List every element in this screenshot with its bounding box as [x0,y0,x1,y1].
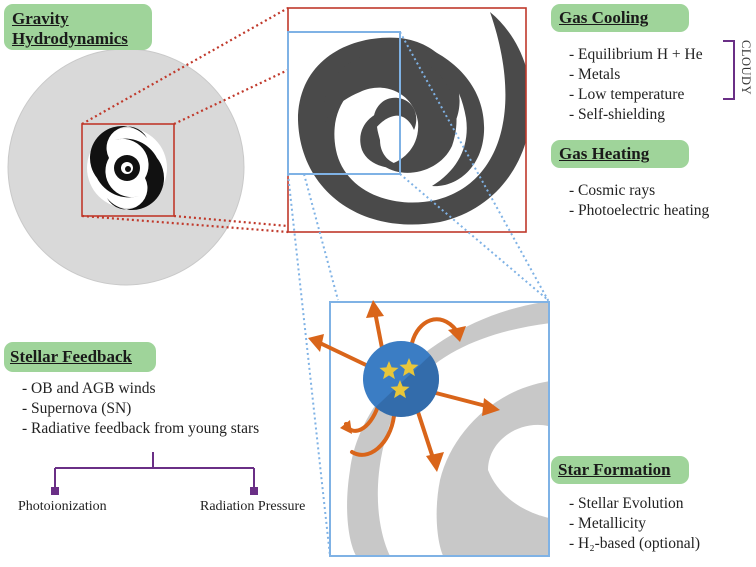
branch-end-left [51,487,59,495]
red-zoom-connectors [81,7,289,234]
small-zoom-frame [81,123,175,217]
blue-zoom-connectors [287,31,550,557]
list-item: - Cosmic rays [569,182,656,199]
star-formation-list: - Stellar Evolution - Metallicity - H₂-b… [569,494,700,554]
list-item: - Low temperature [569,86,685,103]
list-item: - Self-shielding [569,106,665,123]
list-item: - Stellar Evolution [569,495,684,512]
gravity-label-line2: Hydrodynamics [12,29,128,48]
feedback-branch-tree [54,452,255,490]
gravity-label-line1: Gravity [12,9,69,28]
stellar-feedback-list: - OB and AGB winds - Supernova (SN) - Ra… [22,379,259,439]
photoionization-label: Photoionization [18,499,107,514]
cloudy-bracket [723,40,735,100]
galaxy-zoom-panel [287,7,527,233]
gravity-hydrodynamics-label: Gravity Hydrodynamics [4,4,152,50]
star-cluster-sphere [363,341,439,417]
list-item: - H₂-based (optional) [569,535,701,552]
branch-end-right [250,487,258,495]
list-item: - Supernova (SN) [22,400,132,417]
gas-cooling-list: - Equilibrium H + He - Metals - Low temp… [569,45,703,125]
inner-zoom-frame [287,31,401,175]
cloudy-label: CLOUDY [739,40,753,96]
stellar-feedback-label: Stellar Feedback [4,342,156,372]
star-icon [390,380,410,399]
small-spiral-icon [87,125,167,211]
gas-heating-list: - Cosmic rays - Photoelectric heating [569,181,709,221]
feedback-arrows [320,310,488,460]
list-item: - Metallicity [569,515,647,532]
star-formation-label: Star Formation [551,456,689,484]
gas-cooling-label: Gas Cooling [551,4,689,32]
star-icon [379,361,399,380]
feedback-arrowheads [308,300,500,472]
gas-heating-label: Gas Heating [551,140,689,168]
list-item: - Equilibrium H + He [569,46,703,63]
list-item: - Radiative feedback from young stars [22,420,260,437]
radiation-pressure-label: Radiation Pressure [200,499,306,514]
list-item: - Metals [569,66,621,83]
star-forming-panel [329,301,550,557]
list-item: - Photoelectric heating [569,202,710,219]
list-item: - OB and AGB winds [22,380,156,397]
star-icon [399,358,419,377]
